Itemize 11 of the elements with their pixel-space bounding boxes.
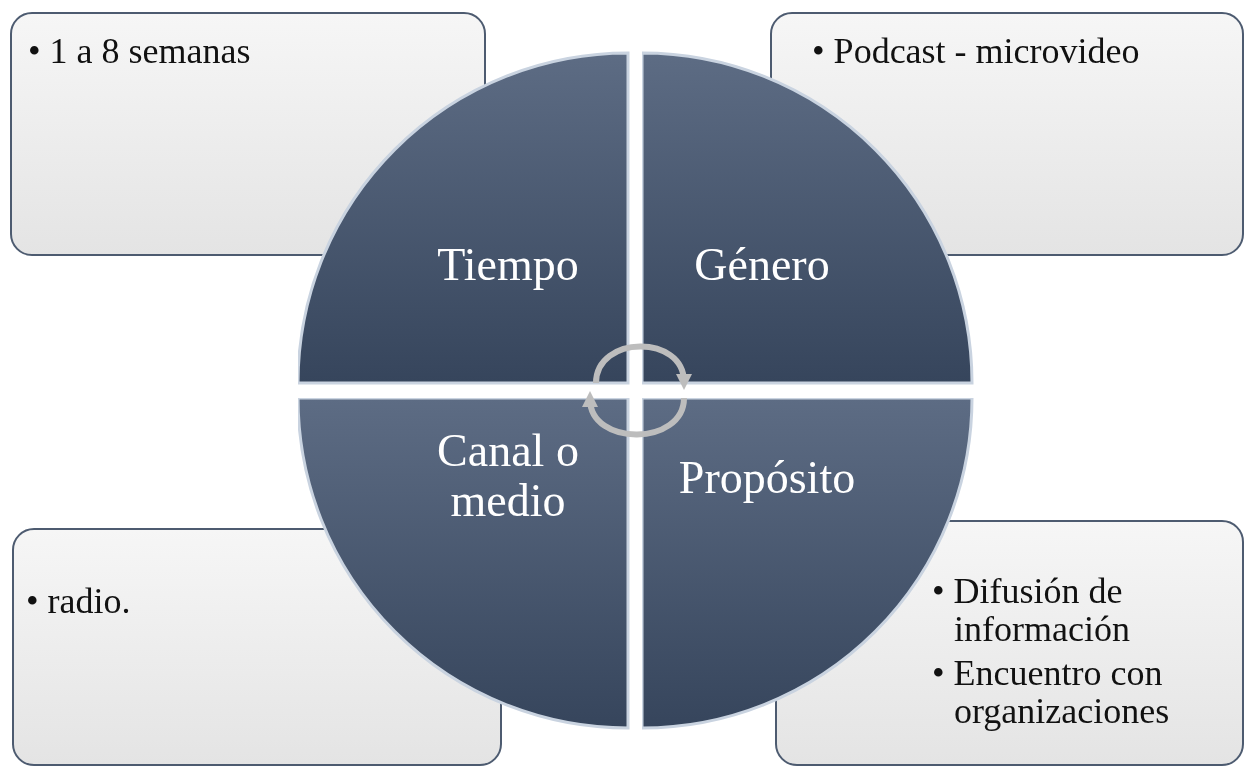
bullet-text: • Podcast - microvideo [812, 32, 1141, 70]
curved-arrow [583, 391, 687, 438]
curved-arrow [593, 343, 691, 390]
quadrant-label: Propósito [677, 453, 857, 503]
quadrant-label: Tiempo [436, 240, 580, 290]
quadrant-label: Canal o medio [436, 426, 580, 526]
bullet-text: • 1 a 8 semanas [28, 32, 252, 70]
bullet-text: • Difusión de información [932, 572, 1131, 648]
bullet-text: • Encuentro con organizaciones [932, 654, 1171, 730]
quadrant-label: Género [693, 240, 831, 290]
bullet-text: • radio. [26, 582, 132, 620]
